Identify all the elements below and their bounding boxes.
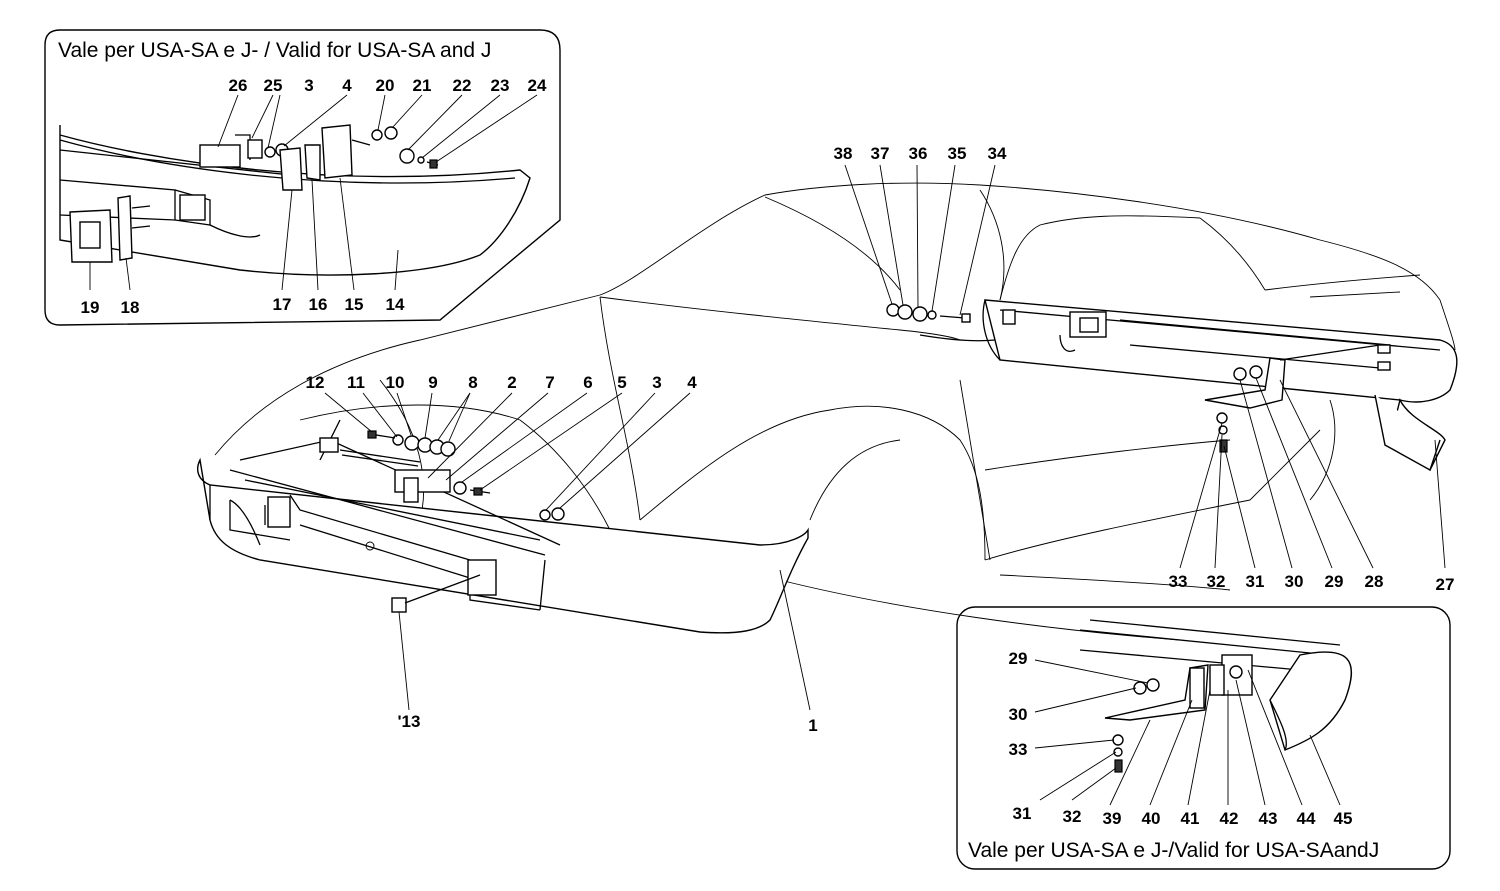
label-10: 10 — [386, 373, 405, 392]
label-14: 14 — [386, 295, 405, 314]
label-31: 31 — [1246, 572, 1265, 591]
windshield-hardware-group — [886, 303, 996, 342]
label-13: '13 — [398, 712, 421, 731]
front-bumper — [197, 419, 809, 634]
label-19: 19 — [81, 298, 100, 317]
label-32: 32 — [1063, 807, 1082, 826]
label-4: 4 — [342, 76, 352, 95]
label-45: 45 — [1334, 809, 1353, 828]
label-20: 20 — [376, 76, 395, 95]
label-36: 36 — [909, 144, 928, 163]
label-3: 3 — [652, 373, 661, 392]
car-body-outline — [214, 182, 1456, 641]
label-34: 34 — [988, 144, 1007, 163]
label-35: 35 — [948, 144, 967, 163]
leader-lines — [324, 164, 1446, 711]
label-16: 16 — [309, 295, 328, 314]
label-9: 9 — [428, 373, 437, 392]
label-28: 28 — [1365, 572, 1384, 591]
label-44: 44 — [1297, 809, 1316, 828]
label-33: 33 — [1009, 740, 1028, 759]
inset-bottom-right-caption: Vale per USA-SA e J-/Valid for USA-SAand… — [968, 839, 1379, 862]
label-3: 3 — [304, 76, 313, 95]
rear-bumper — [982, 299, 1458, 472]
label-31: 31 — [1013, 804, 1032, 823]
inset-top-left: Vale per USA-SA e J- / Valid for USA-SA … — [44, 29, 561, 326]
label-4: 4 — [687, 373, 697, 392]
label-40: 40 — [1142, 809, 1161, 828]
label-37: 37 — [871, 144, 890, 163]
label-11: 11 — [347, 373, 365, 392]
label-15: 15 — [345, 295, 364, 314]
label-43: 43 — [1259, 809, 1278, 828]
label-2: 2 — [507, 373, 516, 392]
label-6: 6 — [583, 373, 592, 392]
label-25: 25 — [264, 76, 283, 95]
label-5: 5 — [617, 373, 626, 392]
label-24: 24 — [528, 76, 547, 95]
inset-top-left-caption: Vale per USA-SA e J- / Valid for USA-SA … — [58, 39, 491, 62]
label-7: 7 — [545, 373, 554, 392]
label-39: 39 — [1103, 809, 1122, 828]
label-26: 26 — [229, 76, 248, 95]
label-8: 8 — [468, 373, 477, 392]
label-23: 23 — [491, 76, 510, 95]
label-30: 30 — [1009, 705, 1028, 724]
label-17: 17 — [273, 295, 292, 314]
label-41: 41 — [1181, 809, 1200, 828]
label-38: 38 — [834, 144, 853, 163]
label-33: 33 — [1169, 572, 1188, 591]
label-27: 27 — [1436, 575, 1455, 594]
label-22: 22 — [453, 76, 472, 95]
label-12: 12 — [306, 373, 325, 392]
label-30: 30 — [1285, 572, 1304, 591]
label-29: 29 — [1009, 649, 1028, 668]
part-number-labels: 26 25 3 4 20 21 22 23 24 19 18 17 16 15 … — [81, 76, 1455, 828]
label-29: 29 — [1325, 572, 1344, 591]
label-42: 42 — [1220, 809, 1239, 828]
inset-bottom-right: Vale per USA-SA e J-/Valid for USA-SAand… — [956, 606, 1451, 870]
label-21: 21 — [413, 76, 432, 95]
label-1: 1 — [808, 716, 817, 735]
label-32: 32 — [1207, 572, 1226, 591]
label-18: 18 — [121, 298, 140, 317]
